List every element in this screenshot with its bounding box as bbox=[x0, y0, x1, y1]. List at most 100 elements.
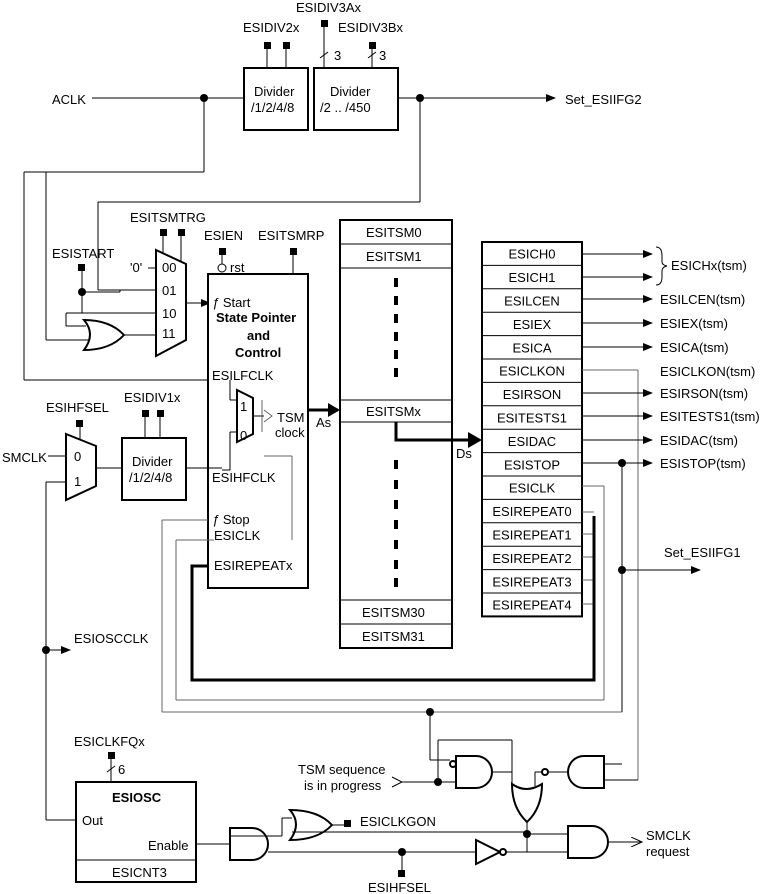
clk-mux-in0: 0 bbox=[240, 428, 247, 443]
divider-wide-box bbox=[313, 67, 399, 131]
divider-wide-value: /2 .. /450 bbox=[320, 100, 371, 115]
start-or-gate bbox=[81, 318, 126, 352]
esiclkfqx-label: ESICLKFQx bbox=[74, 734, 145, 749]
and-gate-smclk-request bbox=[567, 825, 609, 859]
and-gate-clkon bbox=[567, 755, 605, 789]
set-esiifg2-label: Set_ESIIFG2 bbox=[565, 92, 642, 107]
tsm-ellipsis-lower bbox=[394, 460, 398, 587]
field-esistop: ESISTOP bbox=[504, 457, 560, 472]
esiex-tsm-label: ESIEX(tsm) bbox=[660, 316, 728, 331]
esiosc-enable-label: Enable bbox=[148, 838, 188, 853]
clock-select-mux bbox=[236, 388, 254, 444]
field-esiclk: ESICLK bbox=[509, 481, 556, 496]
divider-aclk-box bbox=[243, 67, 309, 131]
state-pointer-title-1: State Pointer bbox=[216, 310, 296, 325]
esilfclk-label: ESILFCLK bbox=[212, 368, 274, 383]
esitests1-tsm-label: ESITESTS1(tsm) bbox=[660, 409, 760, 424]
bus-3a: 3 bbox=[334, 48, 341, 63]
esihfsel-bottom-label: ESIHFSEL bbox=[368, 880, 431, 894]
mux-in-10: 10 bbox=[162, 306, 176, 321]
esihfsel-top-label: ESIHFSEL bbox=[46, 400, 109, 415]
esiclk-sp-label: ESICLK bbox=[214, 528, 261, 543]
divider-aclk-value: /1/2/4/8 bbox=[251, 100, 294, 115]
and-gate-enable bbox=[229, 827, 269, 861]
esilcen-tsm-label: ESILCEN(tsm) bbox=[660, 292, 745, 307]
esiclkon-tsm-label: ESICLKON(tsm) bbox=[660, 364, 755, 379]
esidiv2x-label: ESIDIV2x bbox=[243, 20, 300, 35]
esidiv1x-label: ESIDIV1x bbox=[124, 390, 181, 405]
as-label: As bbox=[316, 415, 332, 430]
state-pointer-title-3: Control bbox=[235, 345, 281, 360]
mux-in-01: 01 bbox=[162, 283, 176, 298]
esiosc-title: ESIOSC bbox=[112, 790, 162, 805]
field-esich0: ESICH0 bbox=[509, 247, 556, 262]
tsm-row-31: ESITSM31 bbox=[362, 629, 425, 644]
mux-zero-label: '0' bbox=[130, 260, 142, 275]
esica-tsm-label: ESICA(tsm) bbox=[660, 340, 729, 355]
smclk-request-label-1: SMCLK bbox=[646, 828, 691, 843]
aclk-label: ACLK bbox=[52, 92, 86, 107]
esien-label: ESIEN bbox=[204, 228, 243, 243]
smclk-mux-in0: 0 bbox=[74, 449, 81, 464]
divider-smclk-title: Divider bbox=[132, 454, 173, 469]
and-gate-tsm bbox=[455, 755, 493, 789]
divider-smclk-value: /1/2/4/8 bbox=[129, 470, 172, 485]
tsm-row-x: ESITSMx bbox=[366, 404, 421, 419]
smclk-request-label-2: request bbox=[646, 844, 690, 859]
field-esitests1: ESITESTS1 bbox=[497, 411, 567, 426]
ds-label: Ds bbox=[456, 446, 472, 461]
esiclkgon-label: ESICLKGON bbox=[360, 814, 436, 829]
field-esirepeat4: ESIREPEAT4 bbox=[492, 598, 571, 613]
field-esidac: ESIDAC bbox=[508, 434, 556, 449]
tsm-row-0: ESITSM0 bbox=[366, 225, 422, 240]
esiosc-out-label: Out bbox=[82, 813, 103, 828]
smclk-mux-in1: 1 bbox=[74, 474, 81, 489]
esicnt3-label: ESICNT3 bbox=[112, 865, 167, 880]
divider-smclk-box bbox=[121, 437, 187, 501]
esihfclk-label: ESIHFCLK bbox=[212, 470, 276, 485]
bus-3b: 3 bbox=[379, 48, 386, 63]
state-pointer-title-2: and bbox=[247, 328, 270, 343]
field-esirepeat0: ESIREPEAT0 bbox=[492, 504, 571, 519]
esitsmrp-label: ESITSMRP bbox=[258, 228, 324, 243]
esistop-tsm-label: ESISTOP(tsm) bbox=[660, 456, 746, 471]
field-esich1: ESICH1 bbox=[509, 270, 556, 285]
esitsmtrg-label: ESITSMTRG bbox=[130, 210, 206, 225]
esiosc-block bbox=[75, 781, 197, 883]
or-gate-clkgon bbox=[287, 808, 334, 842]
tsm-row-30: ESITSM30 bbox=[362, 605, 425, 620]
field-esirepeat3: ESIREPEAT3 bbox=[492, 574, 571, 589]
smclk-mux bbox=[65, 432, 97, 502]
tsm-row-1: ESITSM1 bbox=[366, 249, 422, 264]
divider-aclk-title: Divider bbox=[254, 84, 295, 99]
tsm-sequence-label-2: is in progress bbox=[304, 778, 382, 793]
esistart-label: ESISTART bbox=[52, 246, 114, 261]
esichx-tsm-label: ESICHx(tsm) bbox=[671, 258, 747, 273]
esidiv3bx-label: ESIDIV3Bx bbox=[338, 20, 404, 35]
field-esirson: ESIRSON bbox=[503, 387, 562, 402]
tsm-clock-label-2: clock bbox=[275, 425, 305, 440]
or-gate-clk-request bbox=[510, 782, 544, 824]
field-esirepeat1: ESIREPEAT1 bbox=[492, 528, 571, 543]
esidac-tsm-label: ESIDAC(tsm) bbox=[660, 433, 738, 448]
field-esiex: ESIEX bbox=[513, 317, 552, 332]
inverter bbox=[475, 838, 503, 866]
tsm-sequence-label-1: TSM sequence bbox=[298, 762, 385, 777]
mux-in-11: 11 bbox=[162, 326, 176, 341]
state-pointer-control-block bbox=[207, 273, 309, 589]
field-esica: ESICA bbox=[512, 340, 551, 355]
trigger-mux bbox=[155, 248, 187, 358]
mux-in-00: 00 bbox=[162, 260, 176, 275]
tsm-clock-label-1: TSM bbox=[277, 410, 304, 425]
esidiv3ax-label: ESIDIV3Ax bbox=[296, 0, 362, 15]
smclk-label: SMCLK bbox=[2, 450, 47, 465]
bus-6: 6 bbox=[118, 762, 125, 777]
esirepeatx-label: ESIREPEATx bbox=[214, 558, 293, 573]
output-field-table: ESICH0ESICH1ESILCENESIEXESICAESICLKONESI… bbox=[481, 241, 583, 618]
start-label: ƒ Start bbox=[212, 295, 251, 310]
field-esirepeat2: ESIREPEAT2 bbox=[492, 551, 571, 566]
stop-label: ƒ Stop bbox=[212, 512, 250, 527]
rst-label: rst bbox=[230, 260, 245, 275]
set-esiifg1-label: Set_ESIIFG1 bbox=[664, 545, 741, 560]
